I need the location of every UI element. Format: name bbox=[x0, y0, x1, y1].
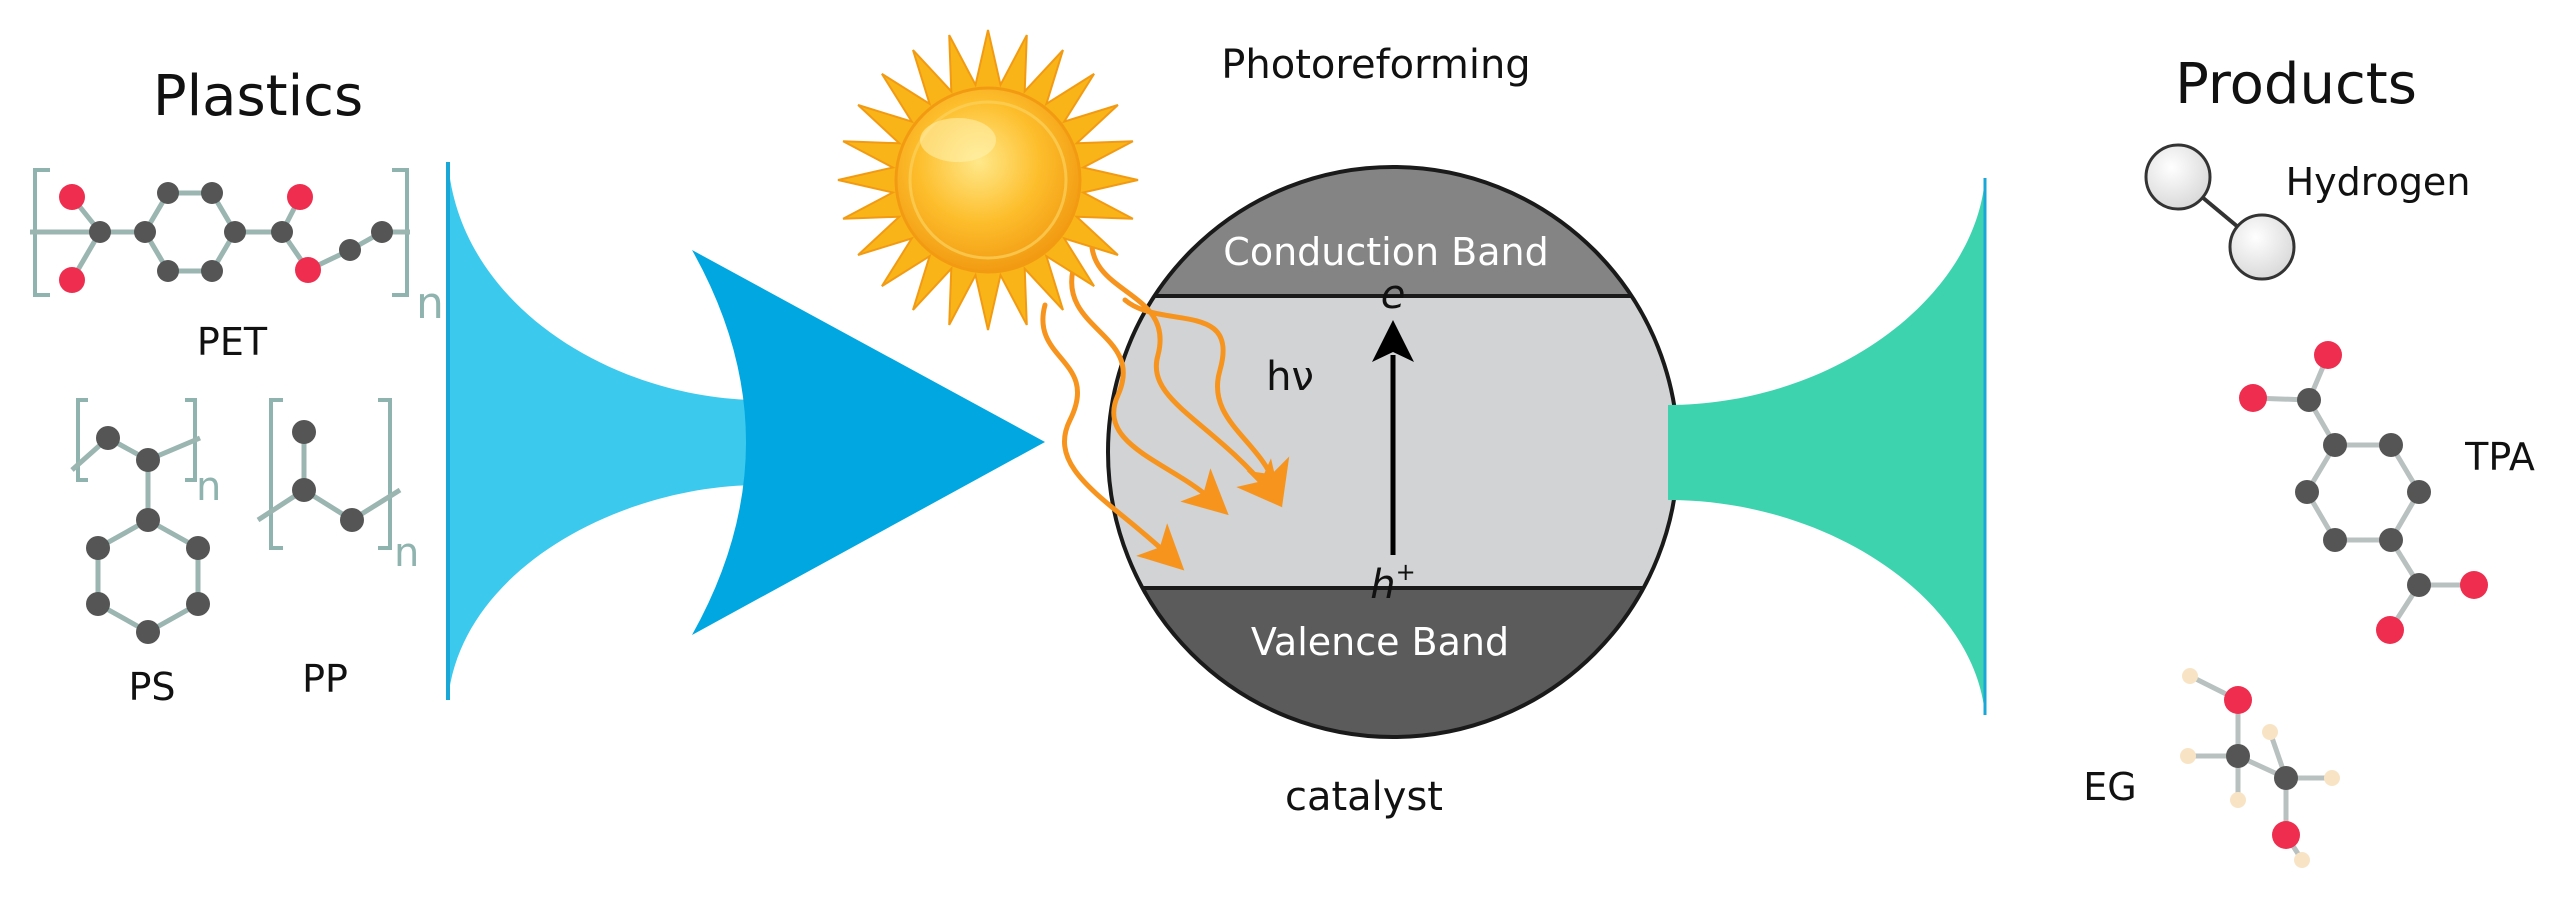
catalyst-label: catalyst bbox=[1285, 774, 1443, 820]
tpa-atoms bbox=[2239, 341, 2488, 644]
light-rays bbox=[1040, 232, 1290, 571]
eg-label: EG bbox=[2083, 765, 2136, 809]
pp-label: PP bbox=[302, 657, 348, 701]
eg-molecule bbox=[2180, 668, 2340, 868]
pp-subscript: n bbox=[394, 530, 419, 576]
input-arrow bbox=[692, 250, 1045, 635]
input-funnel bbox=[448, 162, 760, 700]
sun-disc bbox=[894, 86, 1082, 274]
light-ray-4 bbox=[1122, 297, 1290, 507]
ps-molecule: n bbox=[70, 398, 221, 644]
ps-subscript: n bbox=[196, 464, 221, 510]
hydrogen-molecule bbox=[2144, 143, 2296, 281]
tpa-label: TPA bbox=[2464, 435, 2535, 479]
eg-atoms bbox=[2180, 668, 2340, 868]
pp-atoms bbox=[292, 420, 364, 532]
pet-subscript: n bbox=[416, 278, 444, 329]
hydrogen-atom-1 bbox=[2144, 143, 2212, 211]
hole-label: h+ bbox=[1370, 558, 1415, 608]
light-ray-3 bbox=[1089, 232, 1283, 508]
hole-symbol: h bbox=[1370, 562, 1395, 608]
ps-label: PS bbox=[128, 665, 175, 709]
photoreforming-title: Photoreforming bbox=[1221, 42, 1530, 88]
photon-label: hν bbox=[1266, 354, 1314, 400]
pet-molecule: n bbox=[30, 168, 444, 329]
pp-molecule: n bbox=[256, 398, 419, 576]
electron-label: e bbox=[1381, 272, 1406, 318]
hydrogen-label: Hydrogen bbox=[2286, 160, 2471, 204]
pp-brackets bbox=[269, 398, 392, 550]
tpa-molecule bbox=[2239, 341, 2488, 644]
eg-bonds bbox=[2188, 673, 2332, 862]
plastics-title: Plastics bbox=[153, 64, 363, 129]
hole-charge: + bbox=[1396, 558, 1416, 586]
excitation-arrow-head bbox=[1372, 320, 1414, 362]
sun-inner-ring bbox=[908, 100, 1068, 260]
conduction-band-label: Conduction Band bbox=[1223, 230, 1548, 274]
pet-atoms bbox=[59, 182, 393, 293]
tpa-bonds bbox=[2252, 354, 2474, 632]
pp-bonds bbox=[256, 432, 402, 523]
pet-label: PET bbox=[197, 320, 268, 364]
valence-band-region bbox=[1108, 588, 1678, 737]
ps-atoms bbox=[86, 426, 210, 644]
sun-icon bbox=[837, 29, 1139, 331]
products-title: Products bbox=[2175, 52, 2417, 117]
output-funnel bbox=[1668, 178, 1985, 715]
light-ray-1 bbox=[1040, 302, 1185, 571]
hydrogen-atom-2 bbox=[2228, 213, 2296, 281]
light-ray-2 bbox=[1069, 267, 1229, 516]
ps-brackets bbox=[76, 398, 197, 482]
valence-band-label: Valence Band bbox=[1251, 620, 1509, 664]
sun-highlight bbox=[920, 118, 996, 162]
